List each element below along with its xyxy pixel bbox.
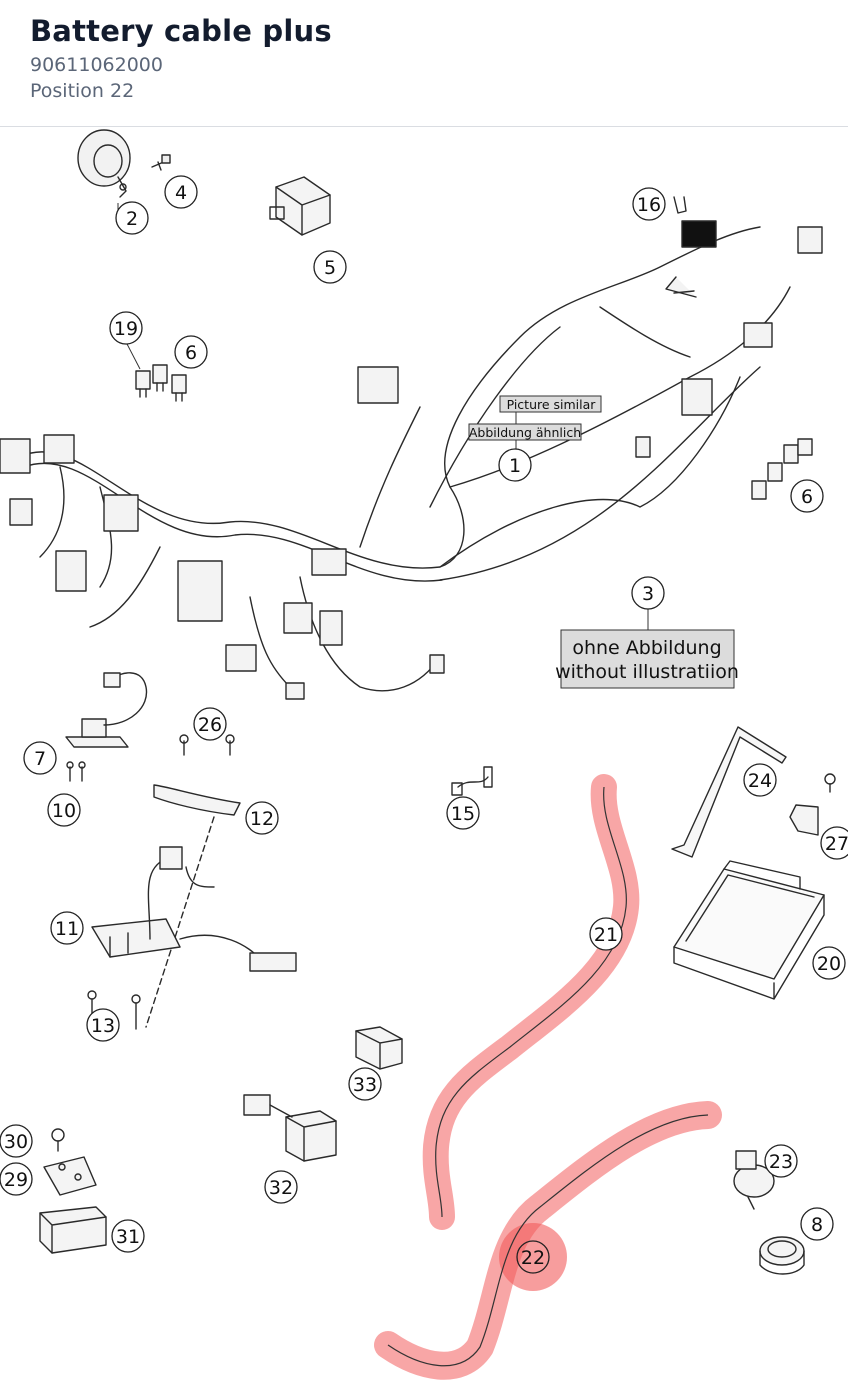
svg-text:5: 5 [324, 257, 336, 279]
svg-text:29: 29 [4, 1169, 28, 1191]
svg-text:8: 8 [811, 1214, 823, 1236]
callout-16[interactable]: 16 [632, 187, 666, 221]
callout-2[interactable]: 2 [115, 201, 149, 235]
callout-33[interactable]: 33 [348, 1067, 382, 1101]
control-unit-11 [91, 846, 297, 972]
callout-32[interactable]: 32 [264, 1170, 298, 1204]
callout-15[interactable]: 15 [446, 796, 480, 830]
horn-part [77, 129, 131, 198]
svg-text:27: 27 [825, 833, 848, 855]
without-illustration-label: without illustratiion [555, 661, 739, 683]
svg-text:6: 6 [801, 486, 813, 508]
svg-text:23: 23 [769, 1151, 793, 1173]
bracket-27 [789, 773, 836, 836]
svg-text:32: 32 [269, 1177, 293, 1199]
callout-4[interactable]: 4 [164, 175, 198, 209]
abbildung-box [468, 423, 582, 441]
cap-8 [759, 1236, 805, 1275]
callout-10[interactable]: 10 [47, 793, 81, 827]
unit-31 [39, 1206, 107, 1254]
callout-19[interactable]: 19 [109, 311, 143, 345]
callout-20[interactable]: 20 [812, 946, 846, 980]
callout-21[interactable]: 21 [589, 917, 623, 951]
abbildung-label: Abbildung ähnlich [469, 425, 581, 440]
callout-29[interactable]: 29 [0, 1162, 33, 1196]
callout-11[interactable]: 11 [50, 911, 84, 945]
svg-text:2: 2 [126, 208, 138, 230]
svg-text:15: 15 [451, 803, 475, 825]
callout-26[interactable]: 26 [193, 707, 227, 741]
screw-4 [151, 154, 171, 171]
svg-text:20: 20 [817, 953, 841, 975]
svg-text:16: 16 [637, 194, 661, 216]
svg-text:12: 12 [250, 808, 274, 830]
svg-text:33: 33 [353, 1074, 377, 1096]
callout-31[interactable]: 31 [111, 1219, 145, 1253]
svg-text:31: 31 [116, 1226, 140, 1248]
bracket-29 [43, 1156, 97, 1196]
picture-similar-box [499, 395, 602, 413]
relay-5 [269, 176, 331, 236]
svg-text:10: 10 [52, 800, 76, 822]
callout-8[interactable]: 8 [800, 1207, 834, 1241]
svg-text:11: 11 [55, 918, 79, 940]
strap-24 [671, 726, 787, 858]
fuses-left [135, 364, 187, 402]
fuses-right [751, 438, 813, 500]
callout-1[interactable]: 1 [498, 448, 532, 482]
without-illustration-box [560, 629, 735, 689]
screws-10 [66, 761, 86, 782]
flasher-32 [243, 1094, 337, 1162]
svg-text:26: 26 [198, 714, 222, 736]
svg-text:24: 24 [748, 770, 772, 792]
cable-15 [451, 766, 493, 796]
sensor-7 [65, 672, 148, 748]
svg-text:30: 30 [4, 1131, 28, 1153]
clip-16 [673, 196, 687, 214]
callout-22[interactable]: 22 [516, 1240, 550, 1274]
callout-22-highlight [499, 1223, 567, 1291]
ohne-abbildung-label: ohne Abbildung [572, 637, 721, 659]
main-wiring-harness [19, 226, 791, 692]
svg-text:22: 22 [521, 1247, 545, 1269]
callout-23[interactable]: 23 [764, 1144, 798, 1178]
svg-text:13: 13 [91, 1015, 115, 1037]
picture-similar-label: Picture similar [507, 397, 597, 412]
plate-12 [145, 784, 241, 1028]
callout-24[interactable]: 24 [743, 763, 777, 797]
exploded-parts-diagram: Picture similar Abbildung ähnlich ohne A… [0, 129, 848, 1380]
page-header: Battery cable plus 90611062000 Position … [0, 0, 848, 127]
callout-6-right[interactable]: 6 [790, 479, 824, 513]
screws-26 [179, 734, 235, 756]
connector-33 [355, 1026, 403, 1070]
svg-text:6: 6 [185, 342, 197, 364]
svg-text:1: 1 [509, 455, 521, 477]
svg-text:19: 19 [114, 318, 138, 340]
part-title: Battery cable plus [30, 14, 332, 48]
screw-30 [51, 1128, 65, 1152]
svg-text:7: 7 [34, 748, 46, 770]
callout-30[interactable]: 30 [0, 1124, 33, 1158]
callout-6-left[interactable]: 6 [174, 335, 208, 369]
battery-20 [673, 860, 825, 1000]
highlighted-battery-cables [374, 774, 722, 1380]
callout-5[interactable]: 5 [313, 250, 347, 284]
starter-relay-23 [733, 1150, 775, 1210]
callout-12[interactable]: 12 [245, 801, 279, 835]
svg-text:21: 21 [594, 924, 618, 946]
callout-13[interactable]: 13 [86, 1008, 120, 1042]
part-position: Position 22 [30, 80, 135, 102]
black-connector [681, 220, 717, 248]
callout-3[interactable]: 3 [631, 576, 665, 610]
svg-text:4: 4 [175, 182, 187, 204]
harness-connectors [0, 226, 823, 700]
callout-27[interactable]: 27 [820, 826, 848, 860]
part-number: 90611062000 [30, 54, 163, 76]
callout-7[interactable]: 7 [23, 741, 57, 775]
svg-text:3: 3 [642, 583, 654, 605]
